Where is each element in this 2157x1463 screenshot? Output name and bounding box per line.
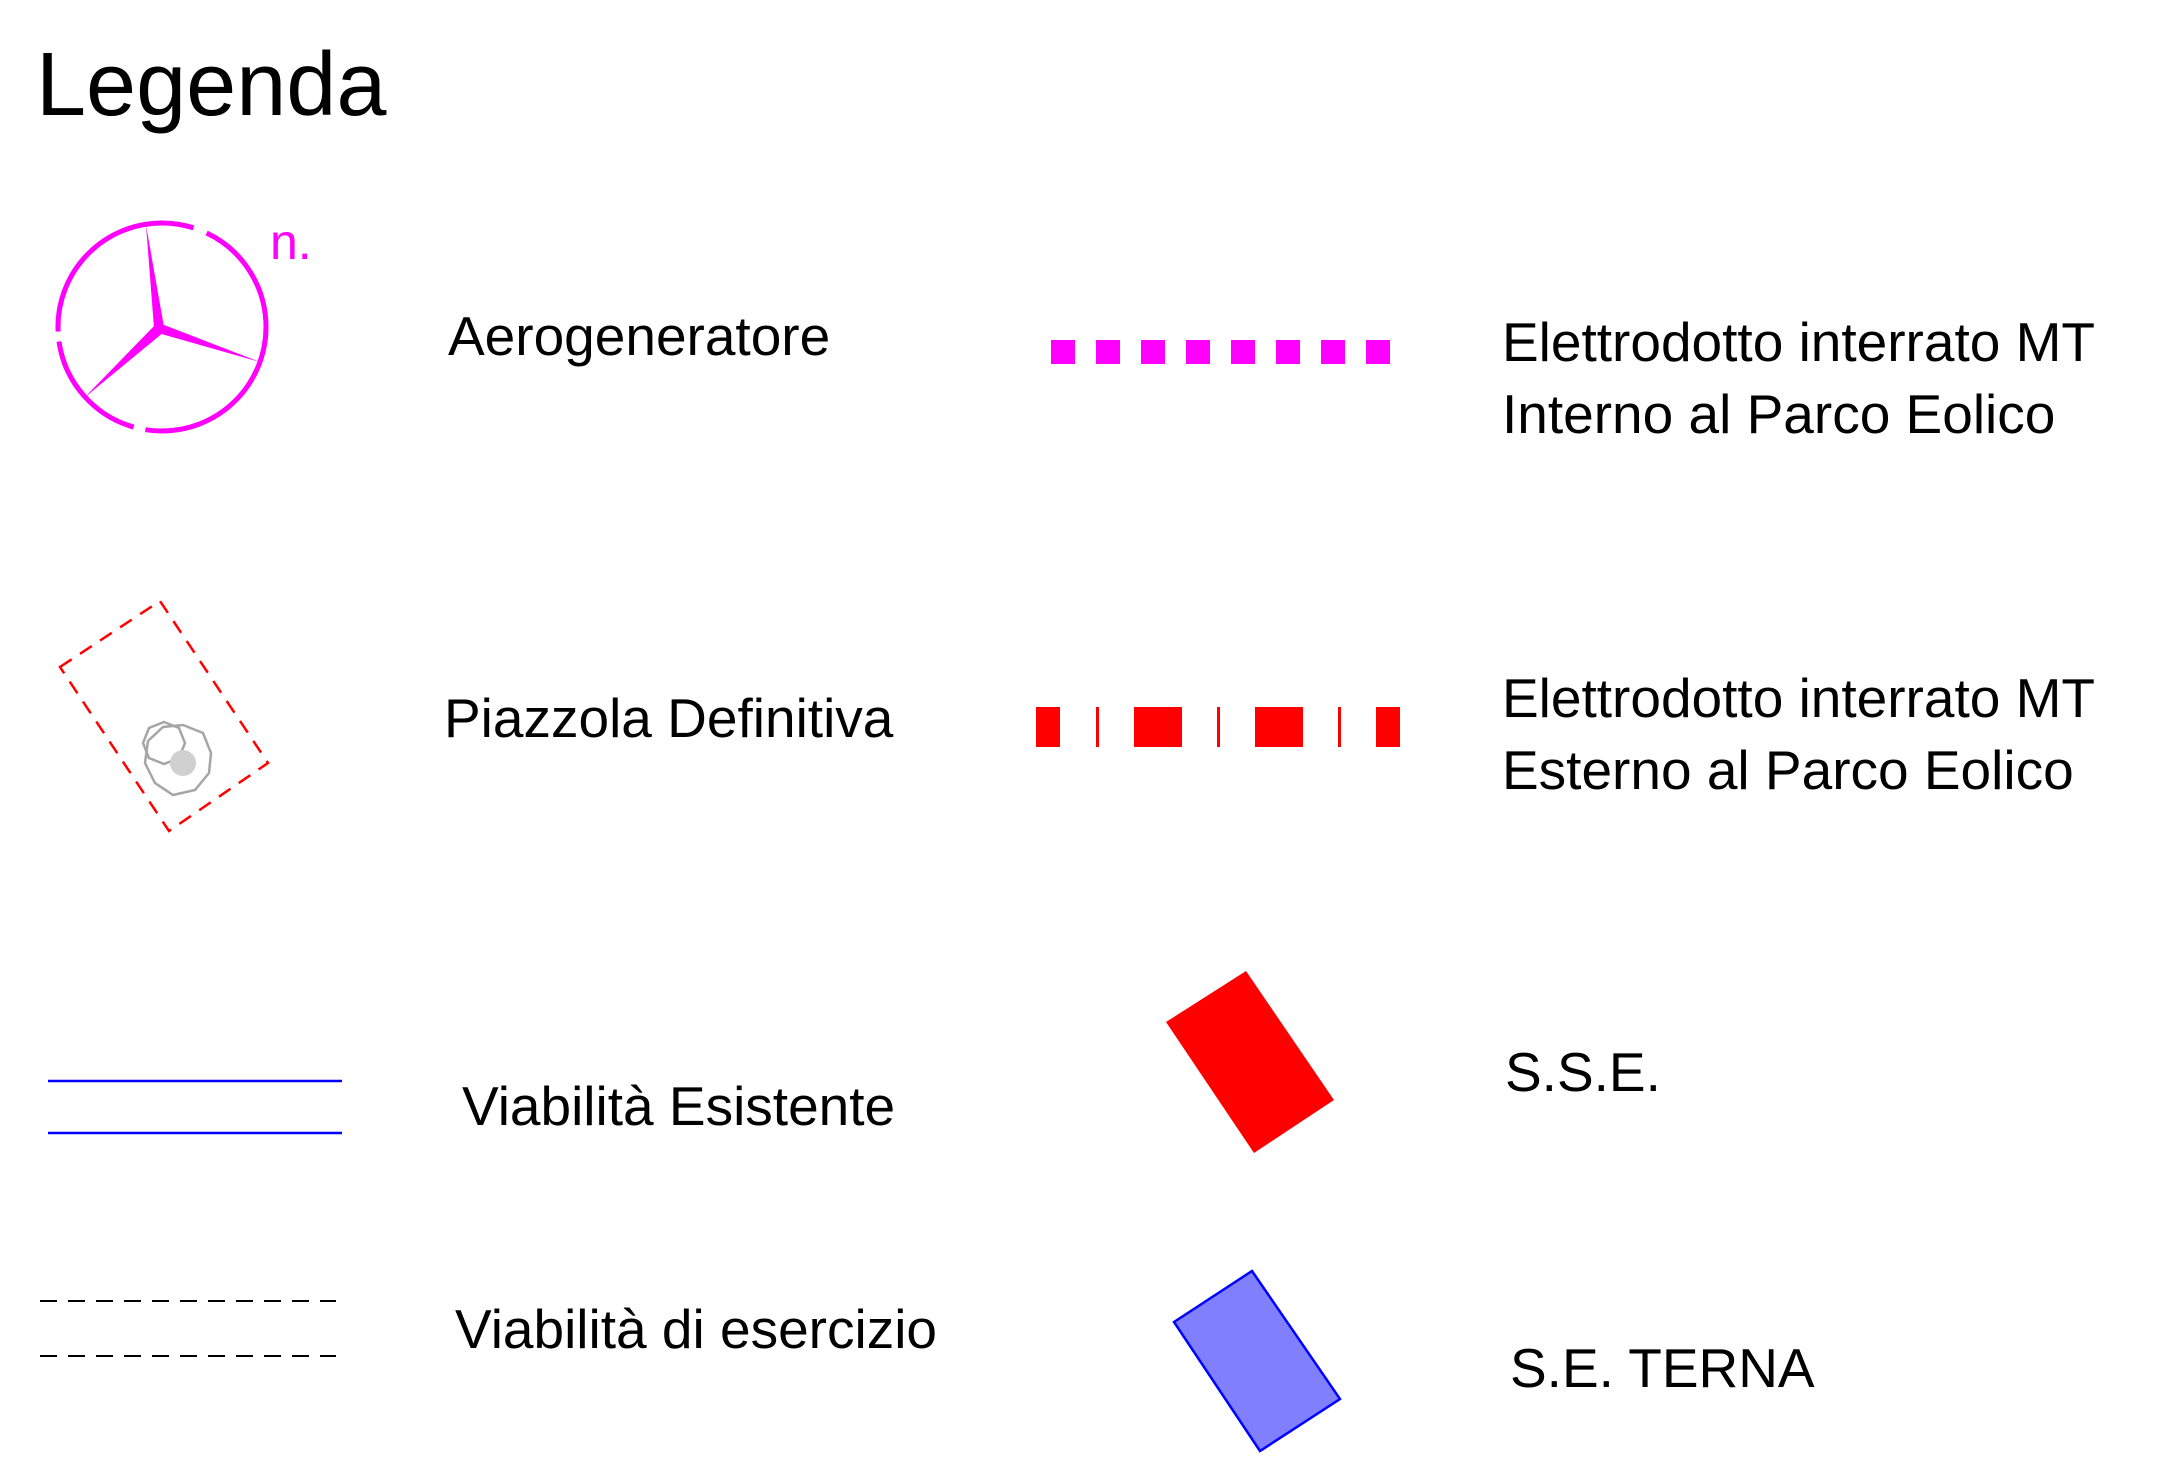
se-terna-label: S.E. TERNA: [1510, 1337, 1815, 1399]
sse-label: S.S.E.: [1505, 1041, 1661, 1103]
wind-turbine-icon: [55, 220, 269, 434]
existing-road-icon: [48, 1079, 342, 1135]
piazzola-label: Piazzola Definitiva: [444, 687, 894, 749]
viabilita-esercizio-label: Viabilità di esercizio: [455, 1298, 938, 1360]
external-cable-line-icon: [1036, 707, 1400, 747]
internal-cable-line-icon: [1051, 340, 1401, 364]
turbine-number-tag: n.: [270, 214, 312, 270]
substation-icon: [1166, 971, 1334, 1153]
legend-title: Legenda: [36, 35, 387, 135]
aerogeneratore-label: Aerogeneratore: [448, 305, 831, 367]
terna-station-icon: [1172, 1269, 1342, 1453]
elettrodotto-esterno-line2: Esterno al Parco Eolico: [1502, 739, 2074, 801]
turbine-pad-icon: [58, 599, 270, 833]
viabilita-esistente-label: Viabilità Esistente: [462, 1075, 896, 1137]
service-road-icon: [40, 1300, 336, 1357]
elettrodotto-esterno-line1: Elettrodotto interrato MT: [1502, 667, 2096, 729]
elettrodotto-interno-line1: Elettrodotto interrato MT: [1502, 311, 2096, 373]
elettrodotto-interno-line2: Interno al Parco Eolico: [1502, 383, 2056, 445]
